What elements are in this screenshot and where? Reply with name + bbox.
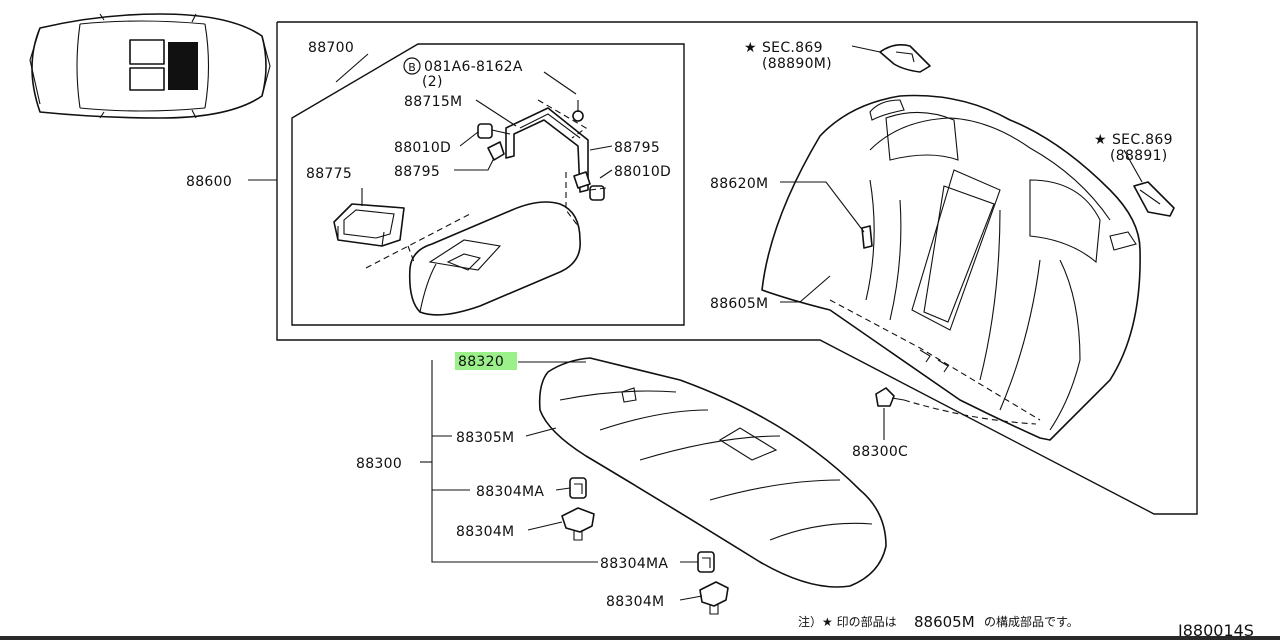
label-88304m-lower: 88304M xyxy=(606,594,664,610)
diagram-code: J880014S xyxy=(1177,621,1254,640)
label-bolt-spec: 081A6-8162A xyxy=(424,59,523,75)
label-88795-right: 88795 xyxy=(614,140,660,156)
trim-cover-88890m xyxy=(879,44,931,73)
screw-88010d-left xyxy=(477,123,511,139)
highlight-88320 xyxy=(455,352,517,370)
label-88304ma-lower: 88304MA xyxy=(600,556,668,572)
label-88010d-right: 88010D xyxy=(614,164,671,180)
label-88320[interactable]: 88320 xyxy=(458,354,504,370)
label-88010d-left: 88010D xyxy=(394,140,451,156)
clip-88304m-upper xyxy=(561,507,595,541)
label-88700: 88700 xyxy=(308,40,354,56)
bolt-symbol-letter: B xyxy=(408,61,416,74)
label-88300: 88300 xyxy=(356,456,402,472)
trim-cover-88891 xyxy=(1133,181,1175,217)
label-bolt-qty: (2) xyxy=(422,74,443,90)
seat-cushion-88320 xyxy=(538,357,887,588)
clip-88304m-lower xyxy=(699,581,729,615)
clip-88304ma-upper xyxy=(569,477,587,499)
label-sec869-b-ref: (88891) xyxy=(1110,148,1168,164)
label-88605m: 88605M xyxy=(710,296,768,312)
label-88795-left: 88795 xyxy=(394,164,440,180)
label-sec869-b: SEC.869 xyxy=(1112,132,1173,148)
star-mark-a: ★ xyxy=(744,40,757,56)
footnote-prefix: 注）★ 印の部品は xyxy=(798,614,897,629)
label-88304m-upper: 88304M xyxy=(456,524,514,540)
seatback-88620m xyxy=(761,94,1141,441)
clip-88795-left xyxy=(487,141,505,161)
bolt-88300c xyxy=(875,387,905,407)
label-88300c: 88300C xyxy=(852,444,908,460)
group-frame-88700 xyxy=(291,43,685,326)
armrest-body xyxy=(408,201,581,316)
car-locator-icon xyxy=(29,13,271,119)
label-88305m: 88305M xyxy=(456,430,514,446)
label-sec869-a: SEC.869 xyxy=(762,40,823,56)
leader-lines xyxy=(248,45,1143,601)
clip-88304ma-lower xyxy=(697,551,715,573)
label-88620m: 88620M xyxy=(710,176,768,192)
star-mark-b: ★ xyxy=(1094,132,1107,148)
footnote-suffix: の構成部品です。 xyxy=(984,614,1079,629)
bracket-88715m xyxy=(505,100,589,193)
clip-88795-right xyxy=(573,171,591,189)
label-88304ma-upper: 88304MA xyxy=(476,484,544,500)
bottom-scroll-strip[interactable] xyxy=(0,636,1280,640)
label-88775: 88775 xyxy=(306,166,352,182)
footnote-part: 88605M xyxy=(914,613,975,631)
label-88715m: 88715M xyxy=(404,94,462,110)
label-88600: 88600 xyxy=(186,174,232,190)
console-lid-88775 xyxy=(333,203,405,247)
label-sec869-a-ref: (88890M) xyxy=(762,56,832,72)
bolt-symbol-icon xyxy=(403,57,421,75)
group-frame-88600 xyxy=(276,21,1198,515)
